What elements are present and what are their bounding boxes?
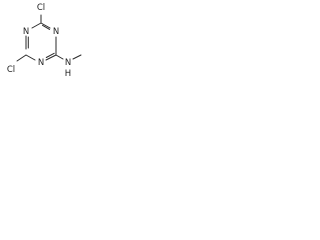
- atom-nh-amine: N: [65, 58, 71, 68]
- atom-h-amine: H: [65, 69, 71, 79]
- atom-cl-left: Cl: [7, 65, 15, 75]
- atom-labels: Cl N N N Cl N H: [7, 3, 71, 79]
- bond-c-cl-left: [16, 54, 27, 62]
- bond-c-right-nh: [55, 54, 64, 60]
- bond-c-n-upper-left: [31, 22, 42, 29]
- bond-c-n-upper-right-double: [42, 24, 51, 30]
- bond-n-bottom-c-right-double: [45, 52, 55, 58]
- atom-n-upper-left: N: [23, 27, 29, 37]
- atom-cl-top: Cl: [37, 3, 45, 13]
- atom-n-bottom: N: [38, 58, 44, 68]
- bonds: [16, 14, 82, 62]
- molecule-diagram: Cl N N N Cl N H: [7, 3, 82, 79]
- bond-n-bottom-c-right: [45, 54, 57, 61]
- bond-c-left-n-bottom: [25, 54, 36, 61]
- bond-c-n-upper-right: [40, 22, 51, 29]
- bond-nh-methyl: [72, 54, 82, 60]
- atom-n-upper-right: N: [53, 27, 59, 37]
